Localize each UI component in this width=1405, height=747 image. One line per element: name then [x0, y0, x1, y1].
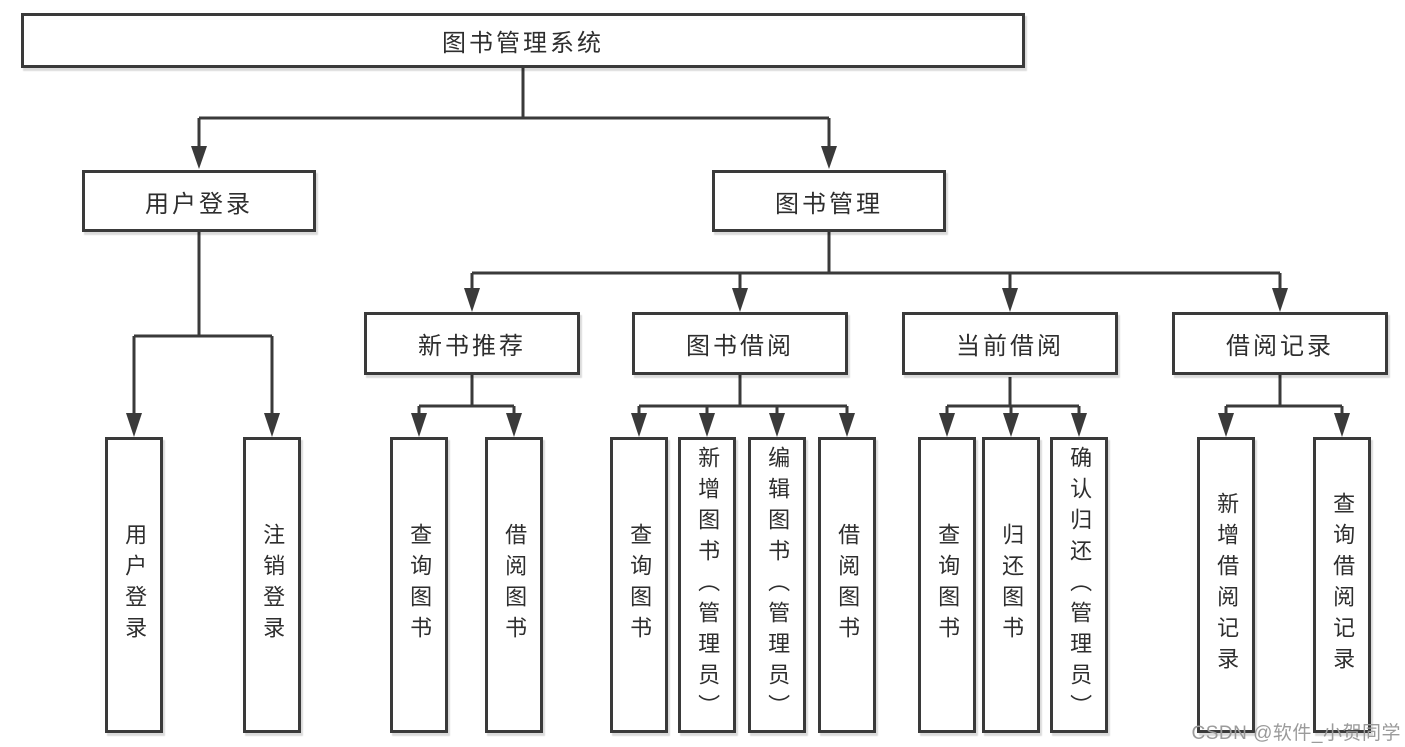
leaf-query-books-recommend-label: 查询图书: [407, 523, 433, 647]
leaf-return-book: 归还图书: [982, 437, 1040, 733]
leaf-add-borrow-record: 新增借阅记录: [1197, 437, 1255, 733]
node-borrowing-records: 借阅记录: [1172, 312, 1388, 375]
arrowheads: [126, 146, 1350, 437]
leaf-edit-book-admin-label: 编辑图书（管理员）: [765, 445, 791, 725]
node-new-book-recommendation-label: 新书推荐: [418, 333, 526, 360]
node-book-borrowing-label: 图书借阅: [686, 333, 794, 360]
leaf-query-borrow-record: 查询借阅记录: [1313, 437, 1371, 733]
leaf-add-book-admin: 新增图书（管理员）: [678, 437, 736, 733]
leaf-query-books-borrowing-label: 查询图书: [627, 523, 653, 647]
node-current-borrowing: 当前借阅: [902, 312, 1118, 375]
node-new-book-recommendation: 新书推荐: [364, 312, 580, 375]
watermark: CSDN @软件_小贺同学: [1191, 723, 1401, 744]
leaf-logout-label: 注销登录: [260, 523, 286, 647]
leaf-query-books-current: 查询图书: [918, 437, 976, 733]
leaf-query-borrow-record-label: 查询借阅记录: [1330, 492, 1356, 678]
node-current-borrowing-label: 当前借阅: [956, 333, 1064, 360]
leaf-borrow-books-recommend-label: 借阅图书: [502, 523, 528, 647]
node-user-login-label: 用户登录: [145, 190, 253, 218]
node-book-borrowing: 图书借阅: [632, 312, 848, 375]
leaf-logout: 注销登录: [243, 437, 301, 733]
leaf-borrow-books-label: 借阅图书: [835, 523, 861, 647]
node-user-login: 用户登录: [82, 170, 316, 232]
leaf-return-book-label: 归还图书: [999, 523, 1025, 647]
node-book-management: 图书管理: [712, 170, 946, 232]
node-root: 图书管理系统: [21, 13, 1025, 68]
leaf-query-books-recommend: 查询图书: [390, 437, 448, 733]
leaf-borrow-books-recommend: 借阅图书: [485, 437, 543, 733]
leaf-edit-book-admin: 编辑图书（管理员）: [748, 437, 806, 733]
leaf-borrow-books: 借阅图书: [818, 437, 876, 733]
leaf-add-borrow-record-label: 新增借阅记录: [1214, 492, 1240, 678]
node-borrowing-records-label: 借阅记录: [1226, 333, 1334, 360]
leaf-add-book-admin-label: 新增图书（管理员）: [695, 445, 721, 725]
leaf-user-login: 用户登录: [105, 437, 163, 733]
leaf-query-books-borrowing: 查询图书: [610, 437, 668, 733]
leaf-confirm-return-admin-label: 确认归还（管理员）: [1067, 445, 1093, 725]
node-book-management-label: 图书管理: [775, 190, 883, 218]
leaf-user-login-label: 用户登录: [122, 523, 148, 647]
leaf-confirm-return-admin: 确认归还（管理员）: [1050, 437, 1108, 733]
node-root-label: 图书管理系统: [442, 30, 604, 57]
leaf-query-books-current-label: 查询图书: [935, 523, 961, 647]
